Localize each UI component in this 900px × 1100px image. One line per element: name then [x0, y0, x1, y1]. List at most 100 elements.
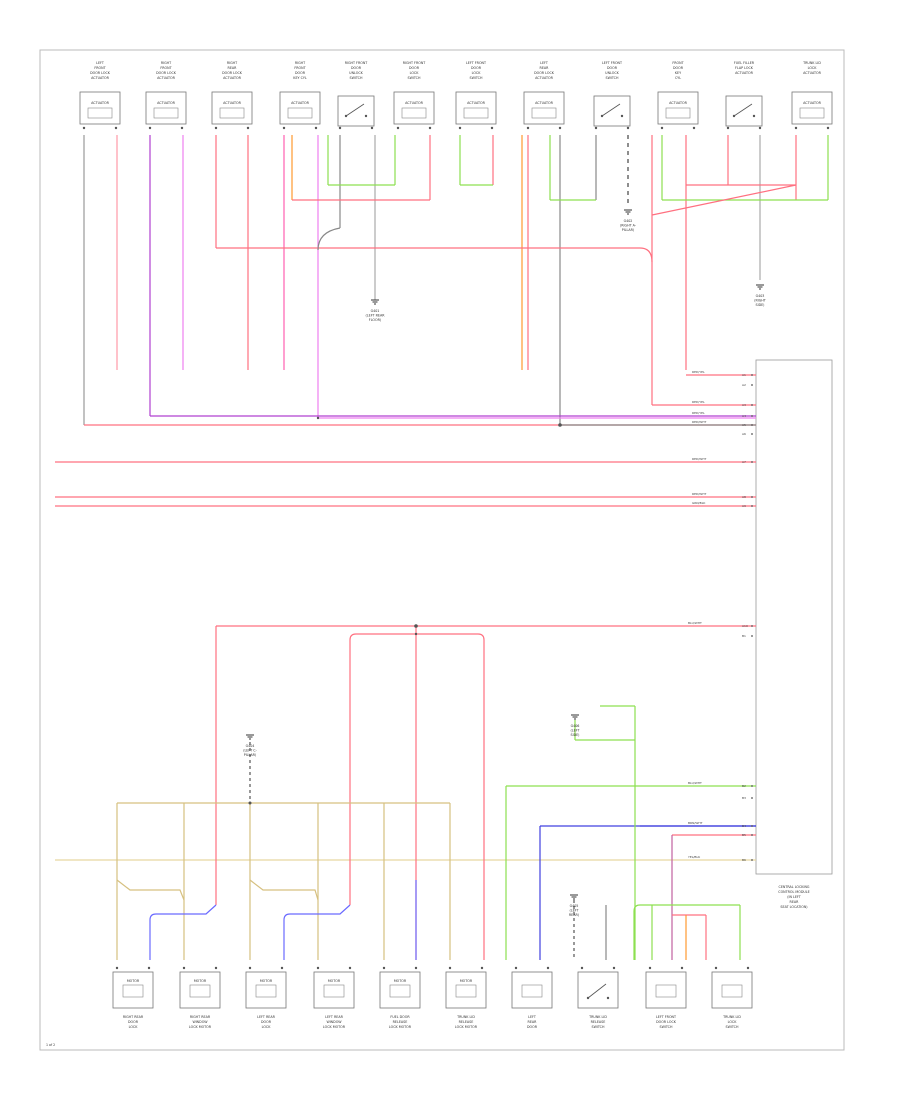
top-component-label: LOCK: [808, 66, 818, 70]
actuator-inner-label: ACTUATOR: [669, 101, 688, 105]
top-component-label: UNLOCK: [605, 71, 619, 75]
top-component-label: DOOR: [409, 66, 420, 70]
top-wires: [83, 135, 829, 426]
motor-inner-label: MOTOR: [260, 979, 273, 983]
bottom-component-label: DOOR: [128, 1020, 139, 1024]
ground-label: PILLAR): [244, 753, 257, 757]
top-component-label: RIGHT: [295, 61, 306, 65]
actuator-inner-label: ACTUATOR: [405, 101, 424, 105]
ground-label: SIDE): [756, 303, 765, 307]
ground-label: (LEFT: [569, 909, 579, 913]
wire-color-labels: RED/YELRED/YELRED/YELRED/WHTRED/WHTRED/W…: [688, 370, 707, 859]
ground-label: SIDE): [571, 733, 580, 737]
wire-color-label: BRN/WHT: [688, 821, 703, 825]
top-component-label: ACTUATOR: [535, 76, 554, 80]
wire-color-label: RED/WHT: [692, 420, 707, 424]
page-reference: 1 of 2: [46, 1043, 55, 1047]
bottom-component-label: TRUNK LID: [722, 1015, 741, 1019]
ground-label: REAR): [569, 913, 579, 917]
bottom-component-label: RELEASE: [591, 1020, 606, 1024]
top-component-label: TRUNK LID: [802, 61, 821, 65]
switch-symbol: [593, 95, 631, 127]
actuator-inner-label: ACTUATOR: [91, 101, 110, 105]
control-module-label-line: CONTROL MODULE: [778, 890, 809, 894]
bottom-component-label: RIGHT REAR: [190, 1015, 211, 1019]
bottom-component-label: DOOR: [261, 1020, 272, 1024]
control-module-label-line: CENTRAL LOCKING: [779, 885, 810, 889]
bottom-wires: [116, 625, 756, 960]
top-component-label: RIGHT FRONT: [345, 61, 369, 65]
motor-inner-label: MOTOR: [127, 979, 140, 983]
pin-label: A6: [742, 432, 746, 436]
ground-label: (RIGHT: [754, 299, 767, 303]
bottom-component-label: LEFT REAR: [257, 1015, 275, 1019]
wire-color-label: YEL/BLK: [688, 855, 701, 859]
bottom-component-label: WINDOW: [192, 1020, 208, 1024]
top-component-label: LOCK: [472, 71, 482, 75]
bottom-component-label: LOCK MOTOR: [189, 1025, 212, 1029]
bottom-component-label: RIGHT REAR: [123, 1015, 144, 1019]
pin-label: A2: [742, 383, 746, 387]
top-component-label: REAR: [228, 66, 238, 70]
top-component-label: LEFT: [540, 61, 549, 65]
wire-color-label: RED/WHT: [692, 457, 707, 461]
control-module-label-line: REAR: [790, 900, 800, 904]
bottom-component-label: DOOR: [527, 1025, 538, 1029]
bottom-component-label: WINDOW: [326, 1020, 342, 1024]
top-component-label: DOOR: [673, 66, 684, 70]
top-component-label: ACTUATOR: [91, 76, 110, 80]
bottom-component-label: TRUNK LID: [588, 1015, 607, 1019]
bottom-component-label: LOCK: [129, 1025, 139, 1029]
switch-symbol: [725, 95, 763, 127]
wire-color-label: RED/YEL: [692, 370, 705, 374]
bottom-component-label: LEFT FRONT: [656, 1015, 677, 1019]
pin-label: B3: [742, 796, 746, 800]
top-component-label: FUEL FILLER: [734, 61, 755, 65]
wire-color-label: RED/WHT: [692, 492, 707, 496]
ground-label: G401: [371, 309, 380, 313]
pin-label: A3: [742, 403, 746, 407]
top-component-label: DOOR: [351, 66, 362, 70]
ground-icon: G404(LEFT C-PILLAR): [243, 734, 258, 757]
ground-label: (RIGHT A-: [620, 224, 637, 228]
wire-color-label: BLU/WHT: [688, 781, 702, 785]
pin-label: A10: [742, 624, 748, 628]
bottom-component-label: REAR: [528, 1020, 538, 1024]
top-component-label: KEY: [675, 71, 682, 75]
bottom-component-label: TRUNK LID: [456, 1015, 475, 1019]
top-component-label: LEFT: [96, 61, 105, 65]
ground-label: PILLAR): [622, 228, 635, 232]
top-component-label: FRONT: [94, 66, 106, 70]
top-component-label: LEFT FRONT: [466, 61, 487, 65]
top-component-label: ACTUATOR: [157, 76, 176, 80]
pin-label: B6: [742, 858, 746, 862]
bottom-component-label: LOCK MOTOR: [389, 1025, 412, 1029]
diagram-frame: [39, 49, 845, 1051]
actuator-inner-label: ACTUATOR: [803, 101, 822, 105]
top-component-label: SWITCH: [470, 76, 483, 80]
motor-symbol: [379, 971, 421, 1009]
ground-label: (LEFT: [570, 729, 580, 733]
top-component-label: UNLOCK: [349, 71, 363, 75]
motor-symbol: [511, 971, 553, 1009]
splice-points: [248, 416, 562, 805]
